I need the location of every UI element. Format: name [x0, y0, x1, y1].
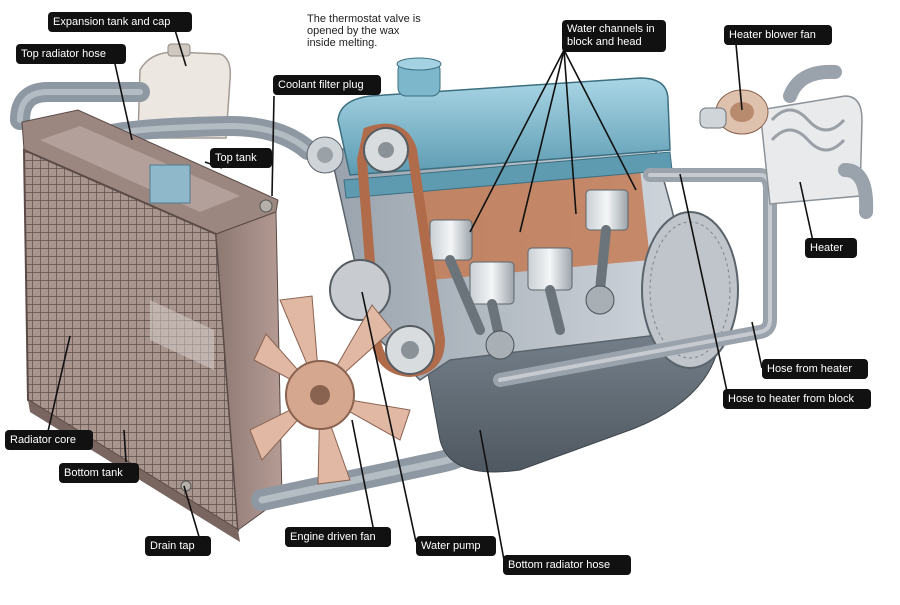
label-heater-blower-fan: Heater blower fan — [724, 25, 832, 45]
timing-belt — [329, 123, 446, 378]
thermostat-housing — [306, 136, 344, 174]
label-expansion-tank: Expansion tank and cap — [48, 12, 192, 32]
label-water-channels: Water channels in block and head — [562, 20, 666, 52]
label-heater: Heater — [805, 238, 857, 258]
label-bottom-tank: Bottom tank — [59, 463, 139, 483]
label-drain-tap: Drain tap — [145, 536, 211, 556]
label-engine-driven-fan: Engine driven fan — [285, 527, 391, 547]
cylinder-head — [337, 57, 673, 199]
label-radiator-core: Radiator core — [5, 430, 93, 450]
label-top-tank: Top tank — [210, 148, 272, 168]
thermostat-note: The thermostat valve is opened by the wa… — [307, 13, 421, 49]
pistons — [429, 189, 629, 360]
engine-fan — [249, 295, 411, 485]
heater-blower-fan — [699, 89, 769, 135]
label-coolant-filter-plug: Coolant filter plug — [273, 75, 381, 95]
label-hose-from-heater: Hose from heater — [762, 359, 868, 379]
leader-lines — [45, 29, 815, 561]
heater-unit — [759, 64, 874, 219]
label-hose-to-heater: Hose to heater from block — [723, 389, 871, 409]
label-water-pump: Water pump — [416, 536, 496, 556]
label-top-radiator-hose: Top radiator hose — [16, 44, 126, 64]
label-bottom-radiator-hose: Bottom radiator hose — [503, 555, 631, 575]
